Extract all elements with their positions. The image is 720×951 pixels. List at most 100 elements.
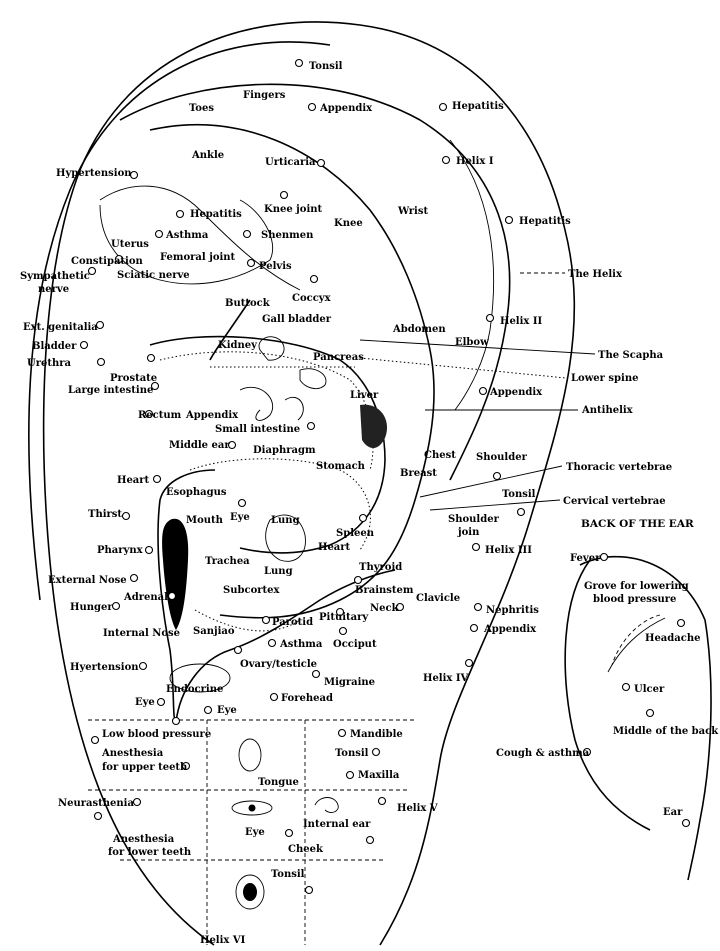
inner-zone-dotted (189, 458, 371, 551)
point-label: Prostate (110, 373, 157, 384)
callout-label: The Scapha (598, 350, 664, 361)
back-point-label: Ear (663, 807, 683, 818)
point-label: Anesthesia (101, 748, 164, 759)
antihelix-upper-crus (99, 185, 301, 291)
point-label: External Nose (48, 575, 127, 586)
antihelix-outline (149, 123, 435, 619)
callout-label: Antihelix (581, 405, 634, 416)
point-label: Eye (230, 512, 250, 523)
inner-zone-dotted-2 (194, 609, 301, 632)
point-label: Ext. genitalia (23, 322, 98, 333)
point-label: Helix I (456, 156, 494, 167)
back-ear-inner (564, 559, 651, 831)
point-label: Appendix (319, 103, 373, 114)
point-label: Parotid (272, 617, 313, 628)
point-label: Low blood pressure (102, 729, 211, 740)
helix-outline (42, 21, 576, 946)
point-label: Appendix (185, 410, 239, 421)
point-label: Helix II (500, 316, 543, 327)
point-label: Small intestine (215, 424, 300, 435)
back-point-label: Ulcer (634, 684, 665, 695)
callout-label: The Helix (568, 269, 623, 280)
point-label: nerve (38, 284, 69, 295)
point-label: Trachea (205, 556, 250, 567)
point-label: Femoral joint (160, 252, 236, 263)
point-label: Eye (245, 827, 265, 838)
point-label: Tonsil (309, 61, 343, 72)
point-label: Fingers (243, 90, 286, 101)
point-label: Nephritis (486, 605, 539, 616)
point-label: Coccyx (292, 293, 332, 304)
point-label: Pharynx (97, 545, 144, 556)
point-label: for upper teeth (102, 762, 188, 773)
point-label: Helix VI (200, 935, 246, 946)
point-label: Asthma (165, 230, 209, 241)
leader-lower-spine (359, 357, 567, 379)
point-label: Forehead (281, 693, 333, 704)
scapha-inner (449, 139, 494, 411)
point-label: Internal Nose (103, 628, 180, 639)
point-label: Occiput (333, 639, 377, 650)
point-label: Toes (189, 103, 214, 114)
point-label: Knee (334, 218, 363, 229)
point-label: Mouth (186, 515, 224, 526)
point-label: Thirst (88, 509, 122, 520)
point-label: Sanjiao (193, 626, 235, 637)
point-label: Tonsil (502, 489, 536, 500)
point-label: Kidney (218, 340, 258, 351)
point-label: Helix IV (423, 673, 469, 684)
lung-sketch (265, 514, 306, 562)
back-ear-groove (611, 614, 661, 666)
point-label: Cheek (288, 844, 324, 855)
point-label: Diaphragm (253, 445, 316, 456)
point-label: Clavicle (416, 593, 460, 604)
point-label: Sciatic nerve (117, 270, 190, 281)
fossa-triangle (99, 199, 274, 285)
point-label: Thyroid (359, 562, 402, 573)
point-label: Hypertension (56, 168, 132, 179)
concha-outline (149, 335, 386, 554)
point-label: Neurasthenia (58, 798, 134, 809)
point-label: Neck (370, 603, 400, 614)
point-label: Elbow (455, 337, 489, 348)
point-label: Ovary/testicle (240, 659, 317, 670)
back-point-label: Fever (570, 553, 601, 564)
point-label: Subcortex (223, 585, 280, 596)
anatomy-callouts: The Helix The Scapha Lower spine Antihel… (563, 269, 672, 507)
point-label: Brainstem (355, 585, 414, 596)
tragus-outline (157, 469, 216, 723)
point-label: Uterus (111, 239, 149, 250)
eye-pupil-sketch (248, 804, 256, 812)
point-label: Helix V (397, 803, 438, 814)
point-label: Gall bladder (262, 314, 332, 325)
helix-inner-rim (28, 41, 331, 601)
intestine-sketch (239, 386, 304, 421)
antitragus-edge (209, 299, 251, 361)
back-ear-groove-2 (607, 617, 666, 673)
point-label: Hepatitis (519, 216, 571, 227)
ear-canal (162, 518, 189, 630)
point-label: Shoulder (476, 452, 528, 463)
point-label: Sympathetic (20, 271, 90, 282)
point-label: Buttock (225, 298, 271, 309)
leader-cervical (429, 499, 561, 511)
back-point-label: Cough & asthma (496, 748, 590, 759)
point-label: Pancreas (313, 352, 364, 363)
back-of-ear-title: BACK OF THE EAR (581, 518, 694, 530)
acupoint-markers (79, 58, 691, 895)
point-label: Heart (318, 542, 351, 553)
tongue-sketch (238, 738, 262, 772)
callout-label: Thoracic vertebrae (566, 462, 672, 473)
point-label: Abdomen (392, 324, 446, 335)
pancreas-sketch (299, 368, 327, 390)
point-label: Hunger (70, 602, 113, 613)
point-label: Mandible (350, 729, 403, 740)
point-label: Lung (271, 515, 300, 526)
point-label: Eye (135, 697, 155, 708)
leader-scapha (359, 339, 596, 355)
mouth-inner-sketch (243, 883, 257, 901)
scapha-rim (119, 83, 511, 481)
point-label: Lung (264, 566, 293, 577)
point-label: Ankle (191, 150, 224, 161)
point-label: Rectum (138, 410, 182, 421)
